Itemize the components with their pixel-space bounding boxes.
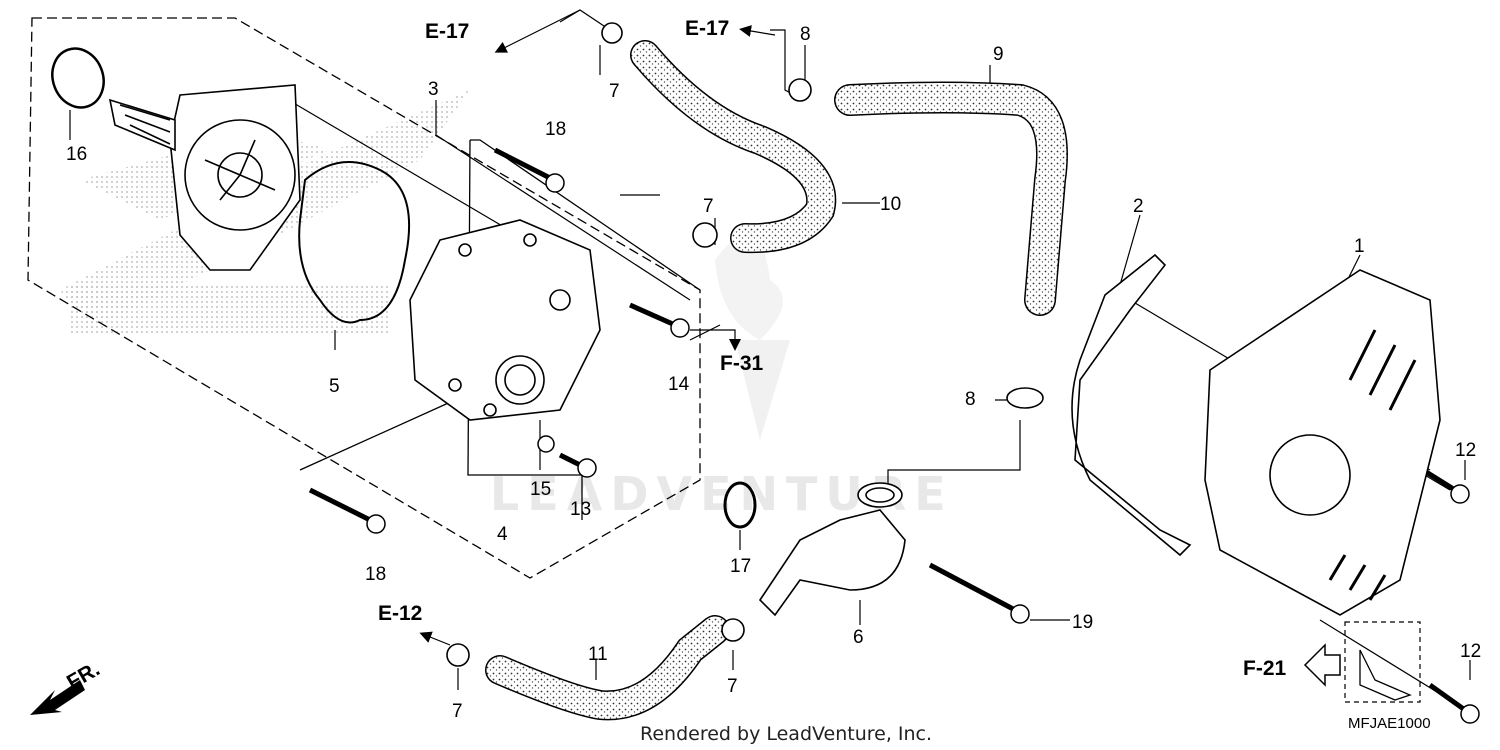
callout: 18 [365,564,386,585]
callout: 16 [66,144,87,165]
bolt-19 [928,562,1030,624]
callout: 17 [730,556,751,577]
water-pump-cover-1 [1204,269,1441,616]
washer-15 [537,435,555,453]
callout: 8 [965,389,976,410]
bolt-14 [628,302,690,338]
callout: 7 [703,196,714,217]
callout: 12 [1455,440,1476,461]
callout: 4 [497,524,508,545]
ref-e17-left: E-17 [425,20,469,43]
bolt-18-bottom [308,487,386,534]
o-ring-17 [723,481,757,529]
callout: 7 [452,701,463,722]
callout: 3 [428,79,439,100]
callout: 2 [1133,196,1144,217]
callout: 11 [588,644,608,665]
hose-clamps [446,22,1044,667]
ref-f21: F-21 [1243,657,1287,680]
bolt-12-lower [1428,682,1480,724]
callout: 10 [880,194,901,215]
water-pipe-6 [758,482,906,617]
callout: 15 [530,479,551,500]
callout: 19 [1072,612,1093,633]
reference-labels: E-17 E-17 E-12 F-31 F-21 [378,17,1287,680]
o-ring-16 [51,47,105,109]
ref-e17-right: E-17 [685,17,729,40]
callout: 7 [609,81,620,102]
arrow-left-icon [1303,643,1341,687]
front-direction-arrow: FR. [30,657,104,715]
callout: 9 [993,44,1004,65]
bolt-13 [558,452,597,478]
diagram-code: MFJAE1000 [1348,715,1431,732]
callout: 6 [853,627,864,648]
callout: 12 [1460,641,1481,662]
callout: 5 [329,376,340,397]
ref-f31: F-31 [720,352,764,375]
callout-numbers: 16 3 18 5 4 13 15 18 14 7 10 7 9 8 8 17 … [66,24,1481,722]
pump-body-4 [409,219,601,421]
bracket-detail-box [1344,621,1421,703]
callout: 18 [545,119,566,140]
bracket-2 [1071,253,1192,557]
ref-e12: E-12 [378,602,422,625]
water-pump-housing [108,84,301,271]
bolt-18-top [493,147,565,193]
callout: 7 [727,676,738,697]
callout: 8 [800,24,811,45]
callout: 1 [1354,236,1365,257]
gasket-5 [298,161,411,324]
callout: 14 [668,374,690,395]
callout: 13 [570,499,591,520]
rendered-by-credit: Rendered by LeadVenture, Inc. [640,723,932,745]
